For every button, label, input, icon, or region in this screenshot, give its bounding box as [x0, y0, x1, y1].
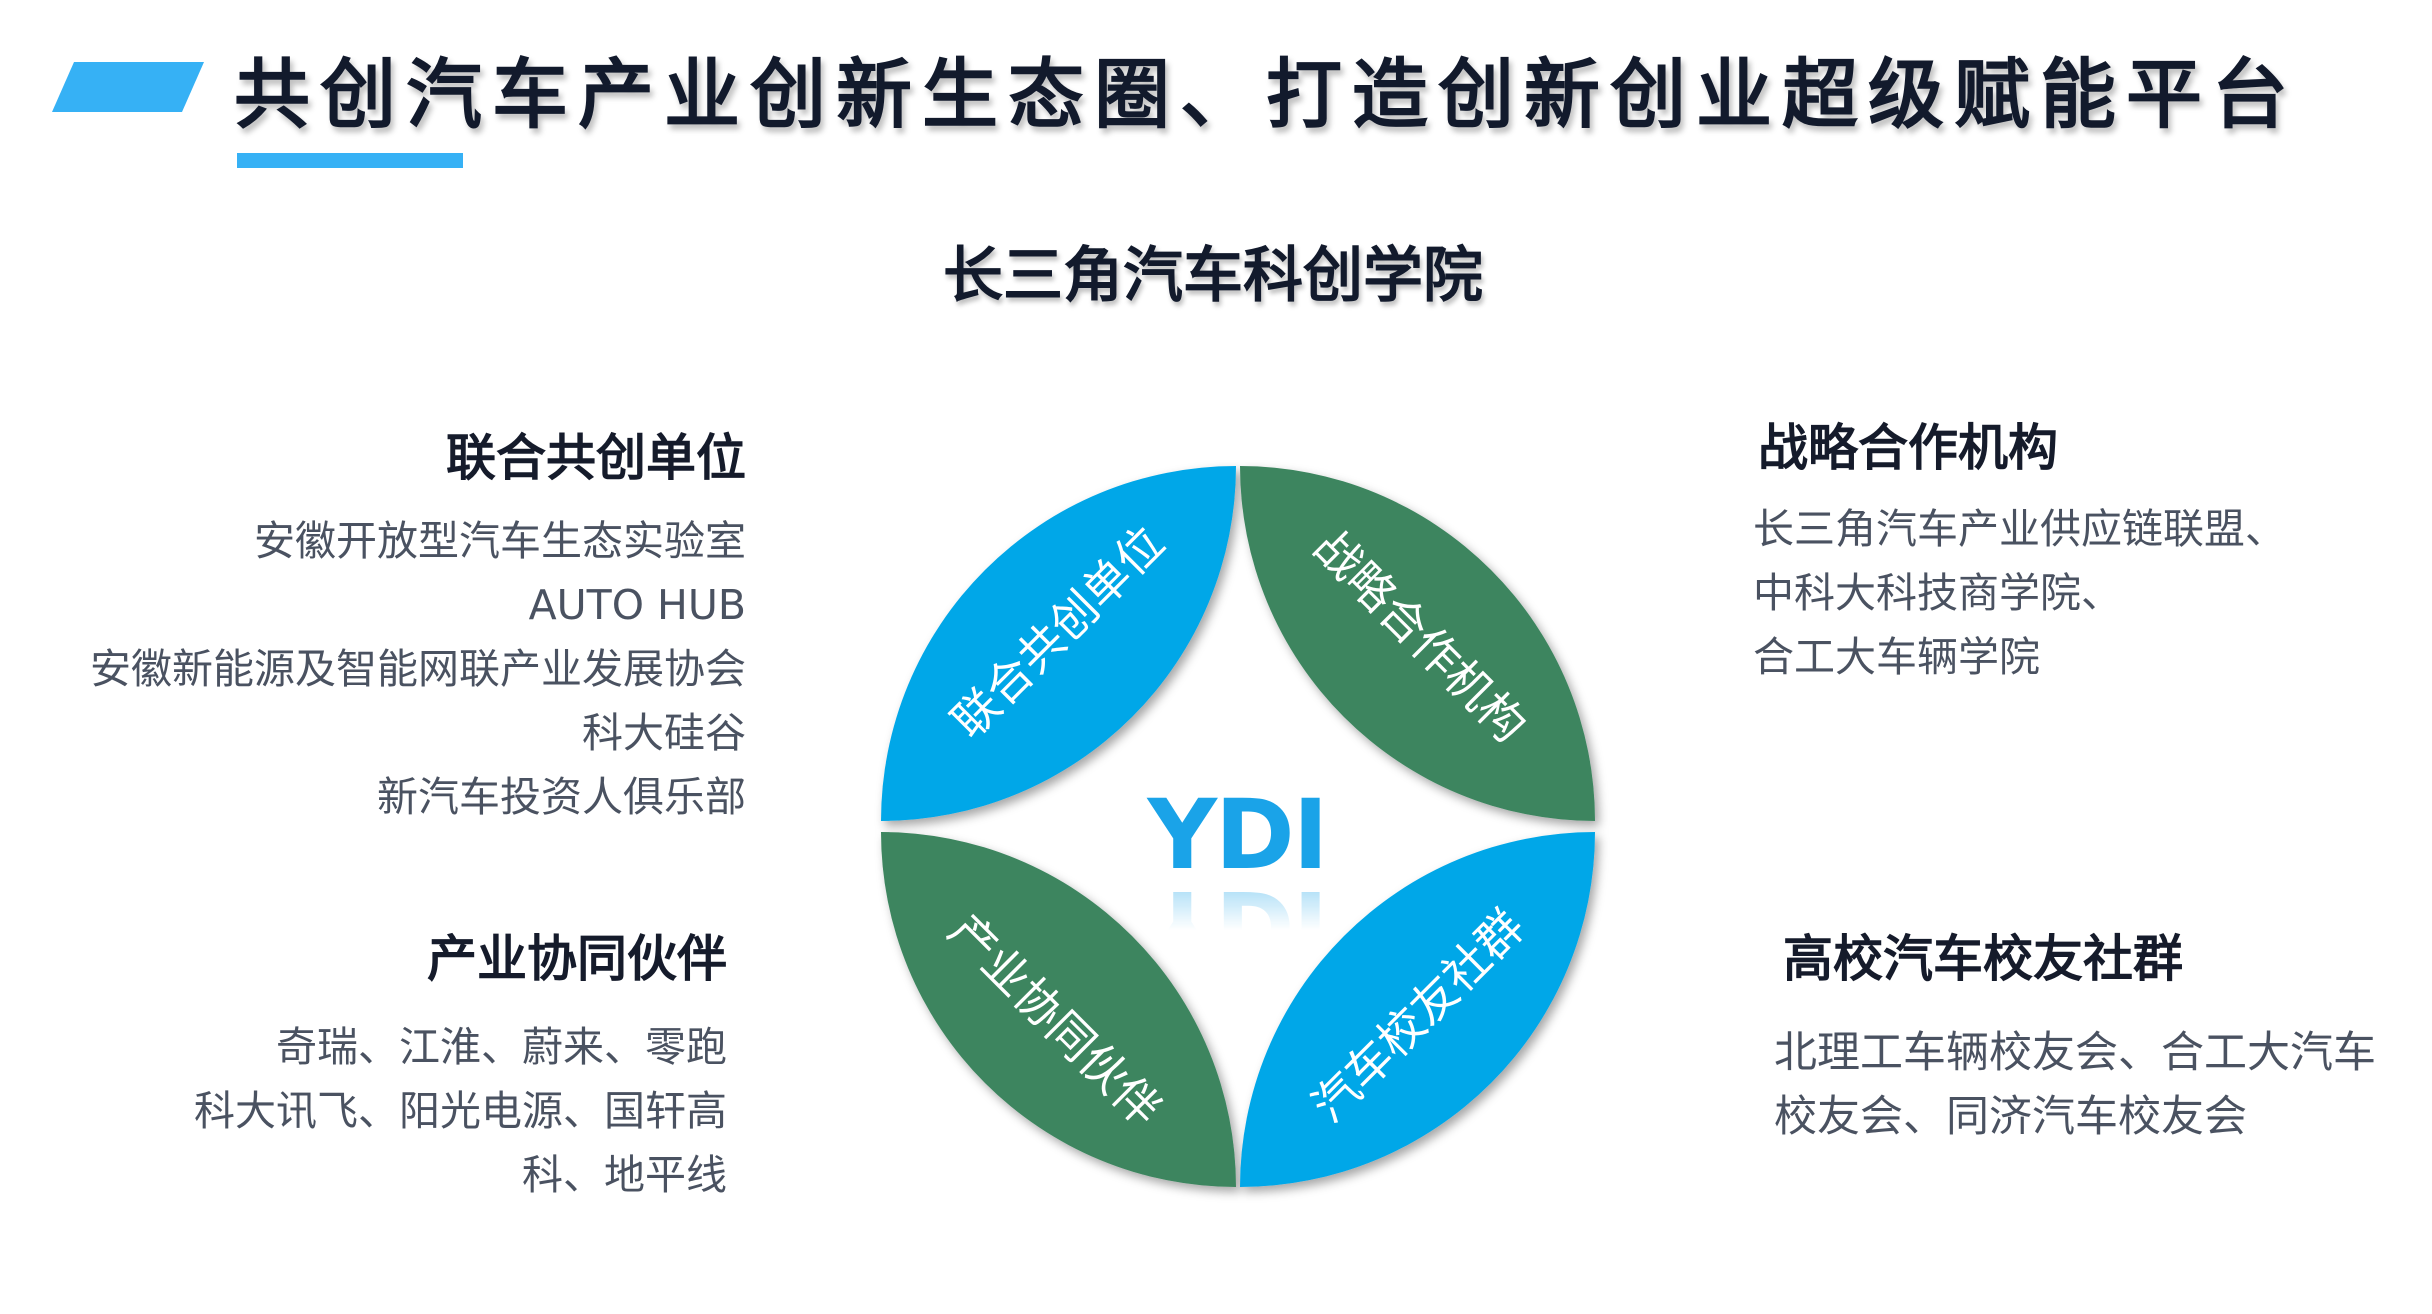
- ydi-logo: YDI: [1147, 779, 1329, 891]
- list-item: 校友会、同济汽车校友会: [1774, 1092, 2247, 1142]
- strategic-partners-list: 长三角汽车产业供应链联盟、 中科大科技商学院、 合工大车辆学院: [1753, 497, 2286, 689]
- list-item: 奇瑞、江淮、蔚来、零跑: [276, 1023, 727, 1071]
- list-item: 安徽开放型汽车生态实验室: [254, 517, 746, 565]
- industry-partners-list: 奇瑞、江淮、蔚来、零跑 科大讯飞、阳光电源、国轩高 科、地平线: [194, 1015, 727, 1207]
- list-item: 新汽车投资人俱乐部: [377, 773, 746, 821]
- alumni-community-heading: 高校汽车校友社群: [1783, 930, 2183, 988]
- petal-alumni-community: [1240, 832, 1595, 1187]
- page-title: 共创汽车产业创新生态圈、打造创新创业超级赋能平台: [234, 50, 2298, 139]
- list-item: 安徽新能源及智能网联产业发展协会: [90, 645, 746, 693]
- ydi-logo-reflection: YDI: [1147, 869, 1327, 981]
- list-item: AUTO HUB: [528, 581, 746, 629]
- list-item: 长三角汽车产业供应链联盟、: [1753, 505, 2286, 553]
- title-accent-parallelogram: [52, 62, 204, 112]
- alumni-community-list: 北理工车辆校友会、合工大汽车 校友会、同济汽车校友会: [1774, 1021, 2376, 1149]
- joint-units-list: 安徽开放型汽车生态实验室 AUTO HUB 安徽新能源及智能网联产业发展协会 科…: [90, 509, 746, 829]
- petal-industry-partners: [881, 832, 1236, 1187]
- list-item: 北理工车辆校友会、合工大汽车: [1774, 1028, 2376, 1078]
- list-item: 合工大车辆学院: [1753, 633, 2040, 681]
- joint-units-heading: 联合共创单位: [446, 429, 746, 487]
- petal-strategic-partners: [1240, 466, 1595, 821]
- list-item: 科大讯飞、阳光电源、国轩高: [194, 1087, 727, 1135]
- industry-partners-heading: 产业协同伙伴: [427, 930, 727, 988]
- list-item: 科、地平线: [522, 1151, 727, 1199]
- title-underline: [237, 153, 463, 168]
- diagram-title: 长三角汽车科创学院: [943, 241, 1483, 311]
- list-item: 中科大科技商学院、: [1753, 569, 2122, 617]
- list-item: 科大硅谷: [582, 709, 746, 757]
- petal-joint-units: [881, 466, 1236, 821]
- strategic-partners-heading: 战略合作机构: [1758, 419, 2058, 477]
